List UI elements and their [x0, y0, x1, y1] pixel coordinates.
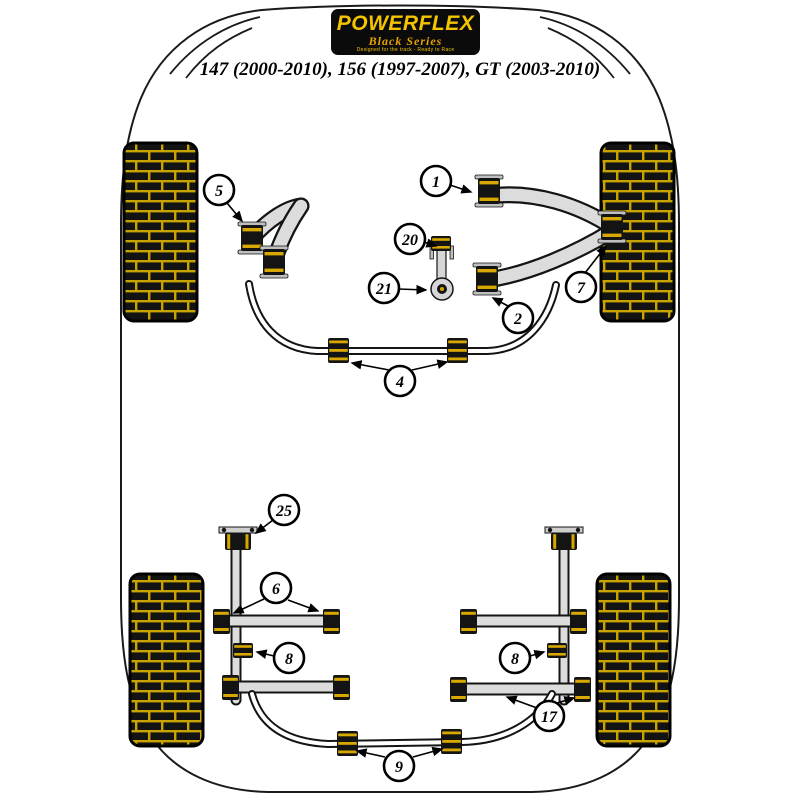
svg-text:17: 17 [541, 709, 558, 726]
tires [122, 141, 676, 748]
tire-rear-right [595, 572, 672, 748]
callout-part-5: 5 [202, 173, 244, 223]
rear-left-upper-arm-outer-bushing [323, 609, 340, 634]
callout-part-8-right: 8 [498, 641, 546, 675]
callout-part-1: 1 [419, 164, 473, 198]
rear-right-trailing-arm-bushing [551, 533, 577, 550]
rear-right-upper-arm-inner-bushing [460, 609, 477, 634]
svg-text:8: 8 [511, 651, 519, 668]
rear-right-link-bushing [547, 643, 567, 658]
front-right-arm-front-bushing [474, 174, 504, 208]
rear-left-trailing-arm-bushing [225, 533, 251, 550]
callout-part-2: 2 [491, 297, 535, 335]
rear-arb-bushing-right [441, 729, 462, 754]
callout-part-17: 17 [505, 695, 576, 733]
rear-right-suspension [450, 526, 591, 706]
svg-text:7: 7 [577, 280, 586, 297]
svg-text:20: 20 [401, 232, 418, 249]
rear-right-lower-arm-inner-bushing [450, 677, 467, 702]
rear-right-lower-arm-outer-bushing [574, 677, 591, 702]
drop-link-upper-bushing [431, 236, 451, 251]
svg-text:25: 25 [275, 503, 292, 520]
front-left-fender-line-inner [185, 27, 253, 79]
front-right-fender-line-inner [547, 27, 615, 79]
callout-part-21: 21 [367, 271, 428, 305]
svg-text:8: 8 [285, 651, 293, 668]
front-arb-bushing-left [328, 338, 349, 363]
rear-left-lower-arm-inner-bushing [222, 675, 239, 700]
rear-left-link-bushing [233, 643, 253, 658]
callout-part-9: 9 [355, 746, 444, 783]
car-body-outline [120, 4, 680, 793]
svg-text:21: 21 [375, 281, 392, 298]
svg-text:5: 5 [215, 183, 223, 200]
logo-tagline-text: Designed for the track - Ready to Race [356, 47, 455, 53]
front-anti-roll-bar [245, 280, 560, 363]
front-right-fender-line [539, 16, 631, 75]
rear-left-lower-arm-outer-bushing [333, 675, 350, 700]
powerflex-logo: POWERFLEX Black Series Designed for the … [331, 9, 480, 55]
rear-arb-bushing-left [337, 731, 358, 756]
logo-series-text: Black Series [368, 34, 443, 48]
svg-text:9: 9 [395, 759, 403, 776]
callouts: 1 20 21 2 7 5 [202, 164, 607, 783]
rear-left-upper-arm-inner-bushing [213, 609, 230, 634]
callout-part-20: 20 [393, 222, 438, 256]
front-right-arm-outer-bushing [597, 210, 627, 244]
rear-left-suspension [213, 526, 350, 706]
front-left-fender-line [169, 16, 261, 75]
tire-front-left [122, 141, 199, 323]
front-right-arm-rear-bushing [472, 262, 502, 296]
tire-rear-left [128, 572, 205, 748]
front-right-upper-arm [472, 174, 627, 296]
svg-text:4: 4 [395, 374, 404, 391]
callout-part-7: 7 [564, 244, 607, 304]
callout-part-8-left: 8 [255, 641, 306, 675]
svg-text:2: 2 [513, 311, 522, 328]
front-left-arm-rear-bushing [259, 245, 289, 279]
rear-right-upper-arm-outer-bushing [570, 609, 587, 634]
callout-part-4: 4 [350, 359, 449, 398]
callout-part-6: 6 [232, 571, 320, 614]
model-title: 147 (2000-2010), 156 (1997-2007), GT (20… [199, 59, 601, 80]
callout-part-25: 25 [254, 493, 301, 534]
front-left-lower-arm [237, 197, 310, 279]
svg-text:6: 6 [272, 581, 280, 598]
logo-brand-text: POWERFLEX [336, 12, 475, 35]
front-arb-bushing-right [447, 338, 468, 363]
svg-text:1: 1 [432, 174, 440, 191]
